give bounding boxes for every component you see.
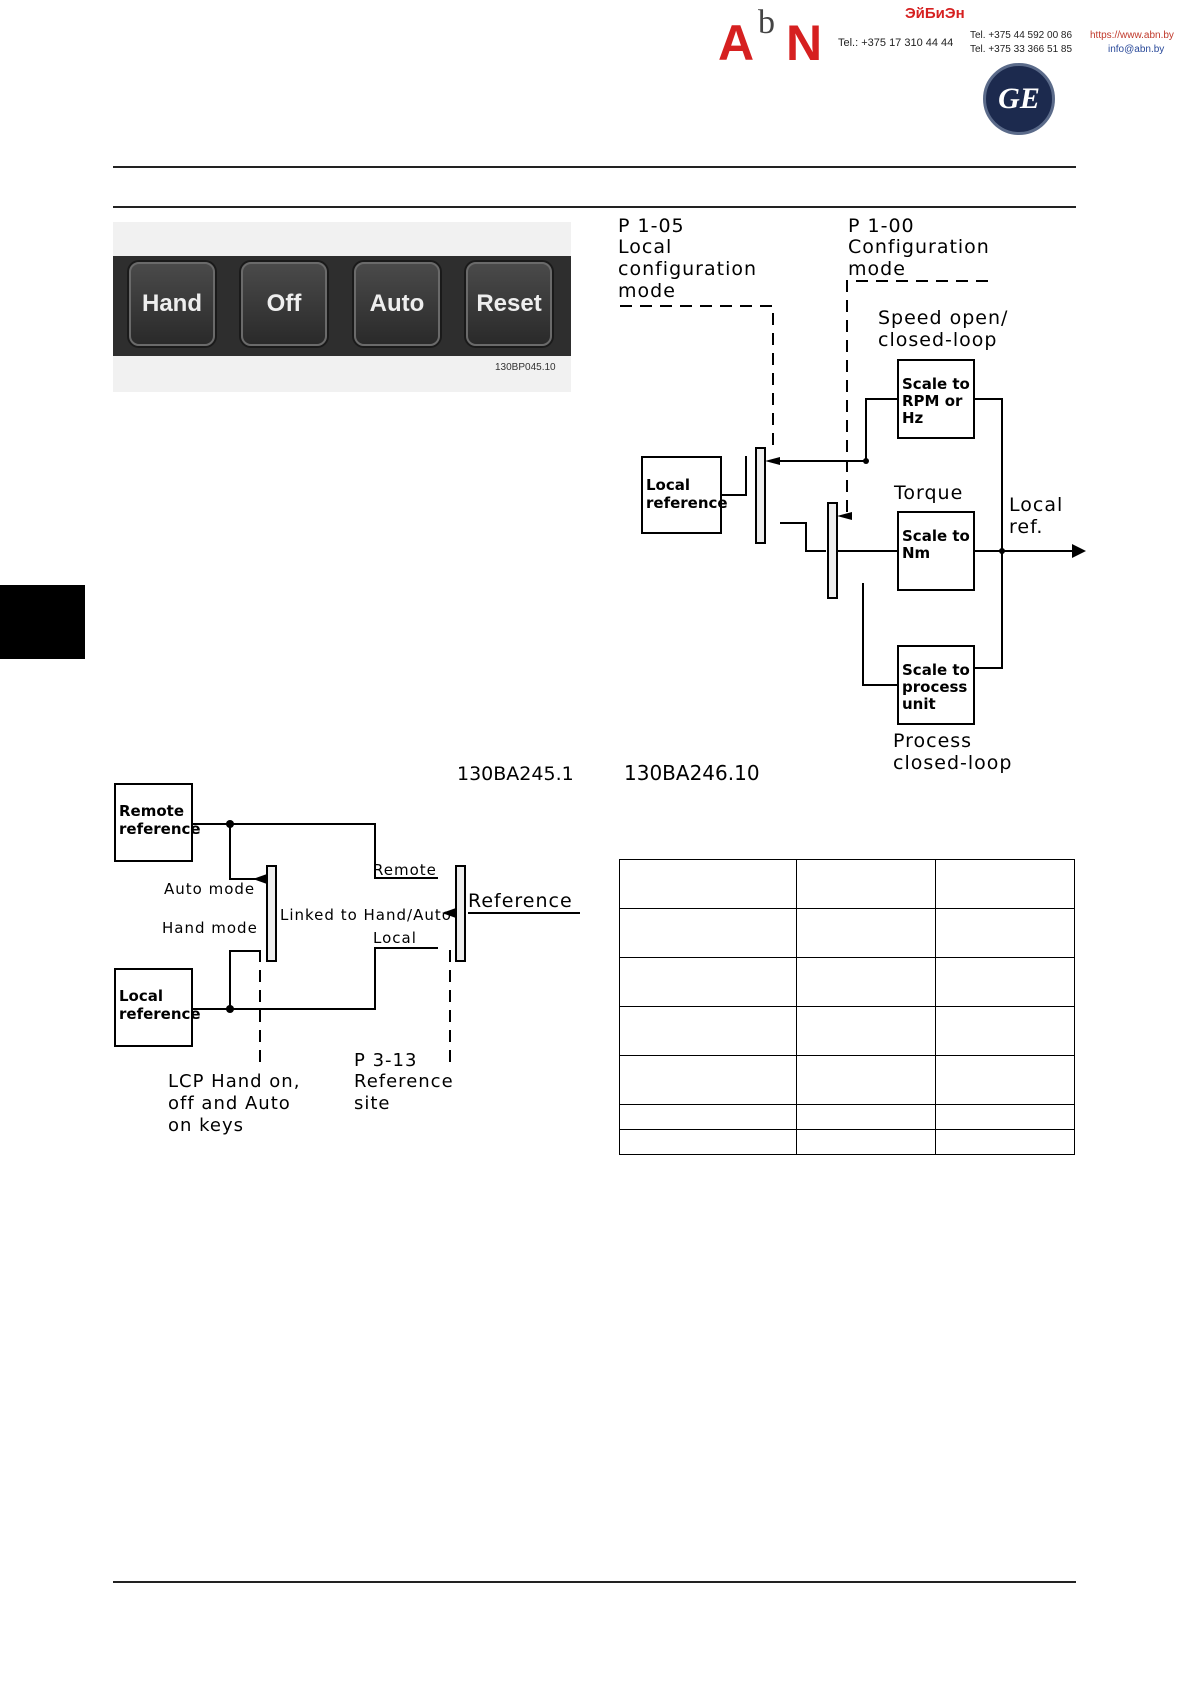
website-link[interactable]: https://www.abn.by: [1090, 30, 1174, 41]
table-row: [619, 1006, 1075, 1056]
diagram-ref-code: 130BA245.1: [457, 763, 574, 785]
speed-line-2: closed-loop: [878, 329, 997, 351]
scale-process-line-2: process: [902, 678, 967, 696]
phone-2: Tel. +375 33 366 51 85: [970, 44, 1073, 55]
local-ref-box-line-2: reference: [646, 494, 728, 512]
lcp-line-2: off and Auto: [168, 1093, 291, 1114]
table-row: [619, 908, 1075, 958]
footer-rule: [113, 1581, 1076, 1583]
scale-nm-line-1: Scale to: [902, 527, 970, 545]
p105-line-4: mode: [618, 280, 676, 302]
reference-label: Reference: [468, 890, 573, 912]
email-link[interactable]: info@abn.by: [1108, 44, 1165, 55]
linked-label: Linked to Hand/Auto: [280, 906, 452, 924]
table-row: [619, 1129, 1075, 1155]
reset-key: Reset: [466, 262, 552, 346]
scale-rpm-line-1: Scale to: [902, 375, 970, 393]
remote-ref-line-2: reference: [119, 820, 201, 838]
ge-logo: GE: [983, 63, 1055, 135]
table-row: [619, 1104, 1075, 1130]
lcp-line-3: on keys: [168, 1115, 244, 1136]
p100-line-1: P 1-00: [848, 215, 915, 237]
header-rule-top: [113, 166, 1076, 168]
lcp-line-1: LCP Hand on,: [168, 1071, 300, 1092]
company-name: ЭйБиЭн: [905, 5, 965, 22]
off-key: Off: [241, 262, 327, 346]
remote-label: Remote: [373, 861, 437, 879]
phone-main: Tel.: +375 17 310 44 44: [838, 37, 954, 49]
scale-nm-line-2: Nm: [902, 544, 930, 562]
local-ref-out-1: Local: [1009, 494, 1063, 516]
chapter-tab: [0, 585, 85, 659]
diagram-local-code: 130BA246.10: [624, 761, 760, 785]
torque-label: Torque: [893, 482, 963, 504]
scale-rpm-line-3: Hz: [902, 409, 924, 427]
speed-line-1: Speed open/: [878, 307, 1008, 329]
p313-line-3: site: [354, 1093, 391, 1114]
scale-process-line-3: unit: [902, 695, 936, 713]
p105-line-1: P 1-05: [618, 215, 685, 237]
process-line-2: closed-loop: [893, 752, 1012, 774]
table-row: [619, 957, 1075, 1007]
remote-ref-line-1: Remote: [119, 802, 184, 820]
process-line-1: Process: [893, 730, 972, 752]
local-ref-box-line-1: Local: [646, 476, 690, 494]
p105-line-3: configuration: [618, 258, 757, 280]
logo-letter-b: b: [758, 4, 775, 41]
reference-site-diagram: 130BA245.1 Remote reference Local refere…: [114, 763, 580, 1136]
local-ref-out-2: ref.: [1009, 516, 1043, 538]
header-rule-bottom: [113, 206, 1076, 208]
local-ref-line-1: Local: [119, 987, 163, 1005]
logo-letter-a: A: [718, 15, 754, 71]
auto-key: Auto: [354, 262, 440, 346]
local-label: Local: [373, 929, 417, 947]
hand-key: Hand: [129, 262, 215, 346]
p105-line-2: Local: [618, 236, 672, 258]
hand-mode-label: Hand mode: [162, 919, 258, 937]
scale-process-line-1: Scale to: [902, 661, 970, 679]
keypad-code: 130BP045.10: [495, 362, 556, 373]
empty-table: [619, 859, 1075, 1155]
scale-rpm-line-2: RPM or: [902, 392, 963, 410]
p313-line-1: P 3-13: [354, 1050, 417, 1071]
phone-1: Tel. +375 44 592 00 86: [970, 30, 1073, 41]
local-reference-diagram: P 1-05 Local configuration mode P 1-00 C…: [618, 215, 1086, 785]
p100-line-2: Configuration: [848, 236, 990, 258]
lcp-keypad-image: Hand Off Auto Reset 130BP045.10: [113, 222, 571, 392]
ge-logo-text: GE: [998, 82, 1040, 115]
p313-line-2: Reference: [354, 1071, 454, 1092]
logo-letter-n: N: [786, 15, 823, 71]
table-row: [619, 1055, 1075, 1105]
table-row: [619, 859, 1075, 909]
auto-mode-label: Auto mode: [164, 880, 255, 898]
local-ref-line-2: reference: [119, 1005, 201, 1023]
p100-line-3: mode: [848, 258, 906, 280]
